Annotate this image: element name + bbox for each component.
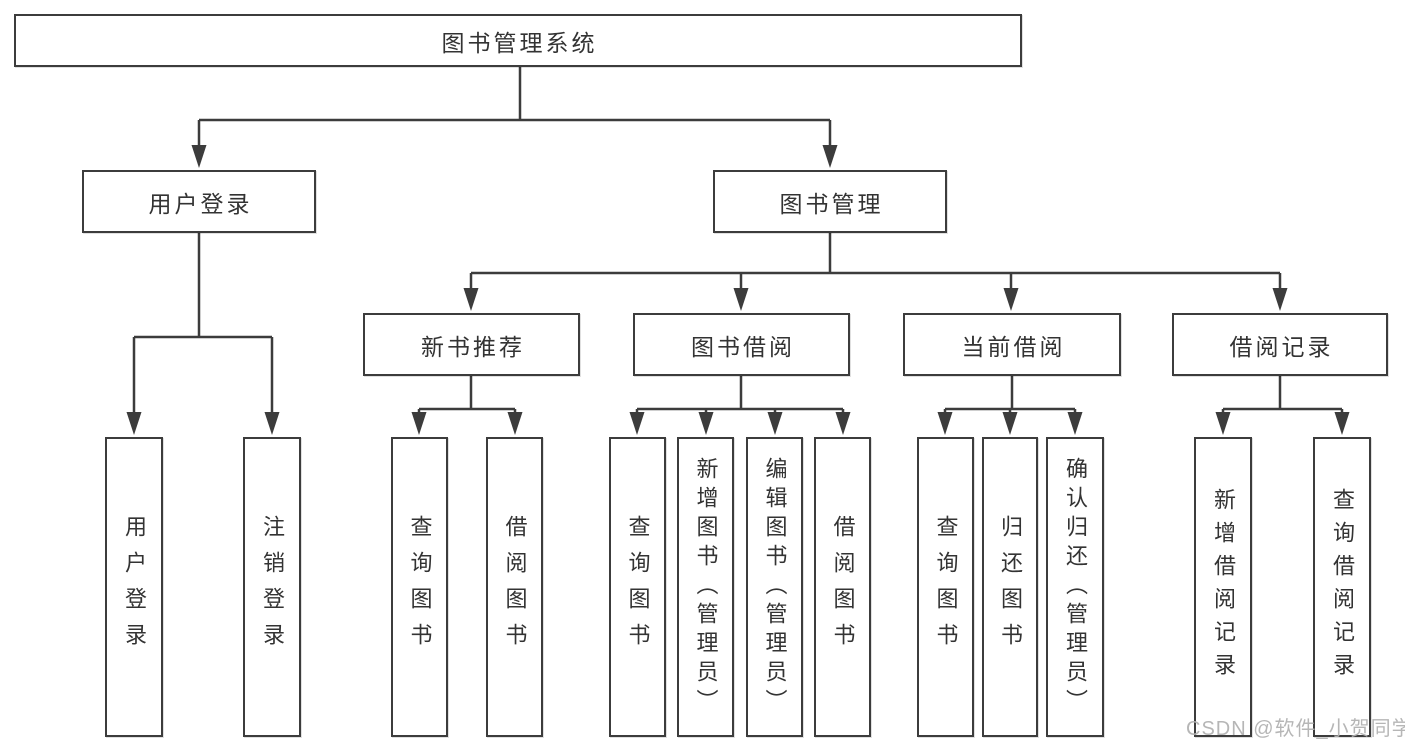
node-current-borrow-label: 当前借阅	[961, 333, 1066, 360]
node-leaf-add-borrow-record-label: 新增借阅记录	[1211, 488, 1236, 686]
node-leaf-query-borrow-record: 查询借阅记录	[1313, 437, 1371, 737]
node-book-borrow-label: 图书借阅	[691, 333, 795, 360]
node-new-book-recommend: 新书推荐	[363, 313, 580, 376]
node-user-login-label: 用户登录	[148, 190, 253, 217]
node-current-borrow: 当前借阅	[903, 313, 1121, 376]
connector-root	[191, 67, 838, 168]
node-new-book-recommend-label: 新书推荐	[421, 333, 525, 360]
node-leaf-confirm-return-admin-label: 确认归还（管理员）	[1063, 456, 1088, 718]
node-leaf-return-books: 归还图书	[982, 437, 1038, 737]
node-book-borrow: 图书借阅	[633, 313, 850, 376]
connector-user-login	[126, 233, 280, 435]
node-root: 图书管理系统	[14, 14, 1022, 67]
node-leaf-user-login: 用户登录	[105, 437, 163, 737]
connector-new-book-recommend	[411, 376, 523, 435]
node-leaf-user-login-label: 用户登录	[122, 515, 147, 659]
watermark: CSDN @软件_小贺同学	[1186, 718, 1405, 740]
node-root-label: 图书管理系统	[441, 29, 598, 56]
connector-current-borrow	[937, 376, 1083, 435]
node-leaf-borrow-books-recommend-label: 借阅图书	[502, 515, 528, 659]
node-leaf-query-books-recommend: 查询图书	[391, 437, 448, 737]
node-leaf-confirm-return-admin: 确认归还（管理员）	[1046, 437, 1104, 737]
node-leaf-query-books-recommend-label: 查询图书	[407, 515, 433, 659]
node-leaf-edit-book-admin-label: 编辑图书（管理员）	[762, 456, 788, 718]
connector-book-management	[463, 233, 1288, 311]
node-borrow-records-label: 借阅记录	[1229, 333, 1334, 360]
connector-borrow-records	[1215, 376, 1350, 435]
node-leaf-query-books-current: 查询图书	[917, 437, 974, 737]
node-leaf-add-borrow-record: 新增借阅记录	[1194, 437, 1252, 737]
node-leaf-query-books-borrow-label: 查询图书	[625, 515, 651, 659]
node-leaf-query-books-current-label: 查询图书	[933, 515, 959, 659]
node-leaf-logout: 注销登录	[243, 437, 301, 737]
node-user-login: 用户登录	[82, 170, 316, 233]
node-leaf-borrow-books-label: 借阅图书	[830, 515, 856, 659]
node-leaf-borrow-books-recommend: 借阅图书	[486, 437, 543, 737]
node-leaf-add-book-admin: 新增图书（管理员）	[677, 437, 734, 737]
node-book-management: 图书管理	[713, 170, 947, 233]
node-leaf-borrow-books: 借阅图书	[814, 437, 871, 737]
connector-book-borrow	[629, 376, 851, 435]
node-borrow-records: 借阅记录	[1172, 313, 1388, 376]
node-book-management-label: 图书管理	[779, 190, 884, 217]
node-leaf-edit-book-admin: 编辑图书（管理员）	[746, 437, 803, 737]
node-leaf-query-books-borrow: 查询图书	[609, 437, 666, 737]
node-leaf-query-borrow-record-label: 查询借阅记录	[1330, 488, 1355, 686]
node-leaf-logout-label: 注销登录	[260, 515, 285, 659]
node-leaf-add-book-admin-label: 新增图书（管理员）	[693, 456, 719, 718]
node-leaf-return-books-label: 归还图书	[998, 515, 1023, 659]
